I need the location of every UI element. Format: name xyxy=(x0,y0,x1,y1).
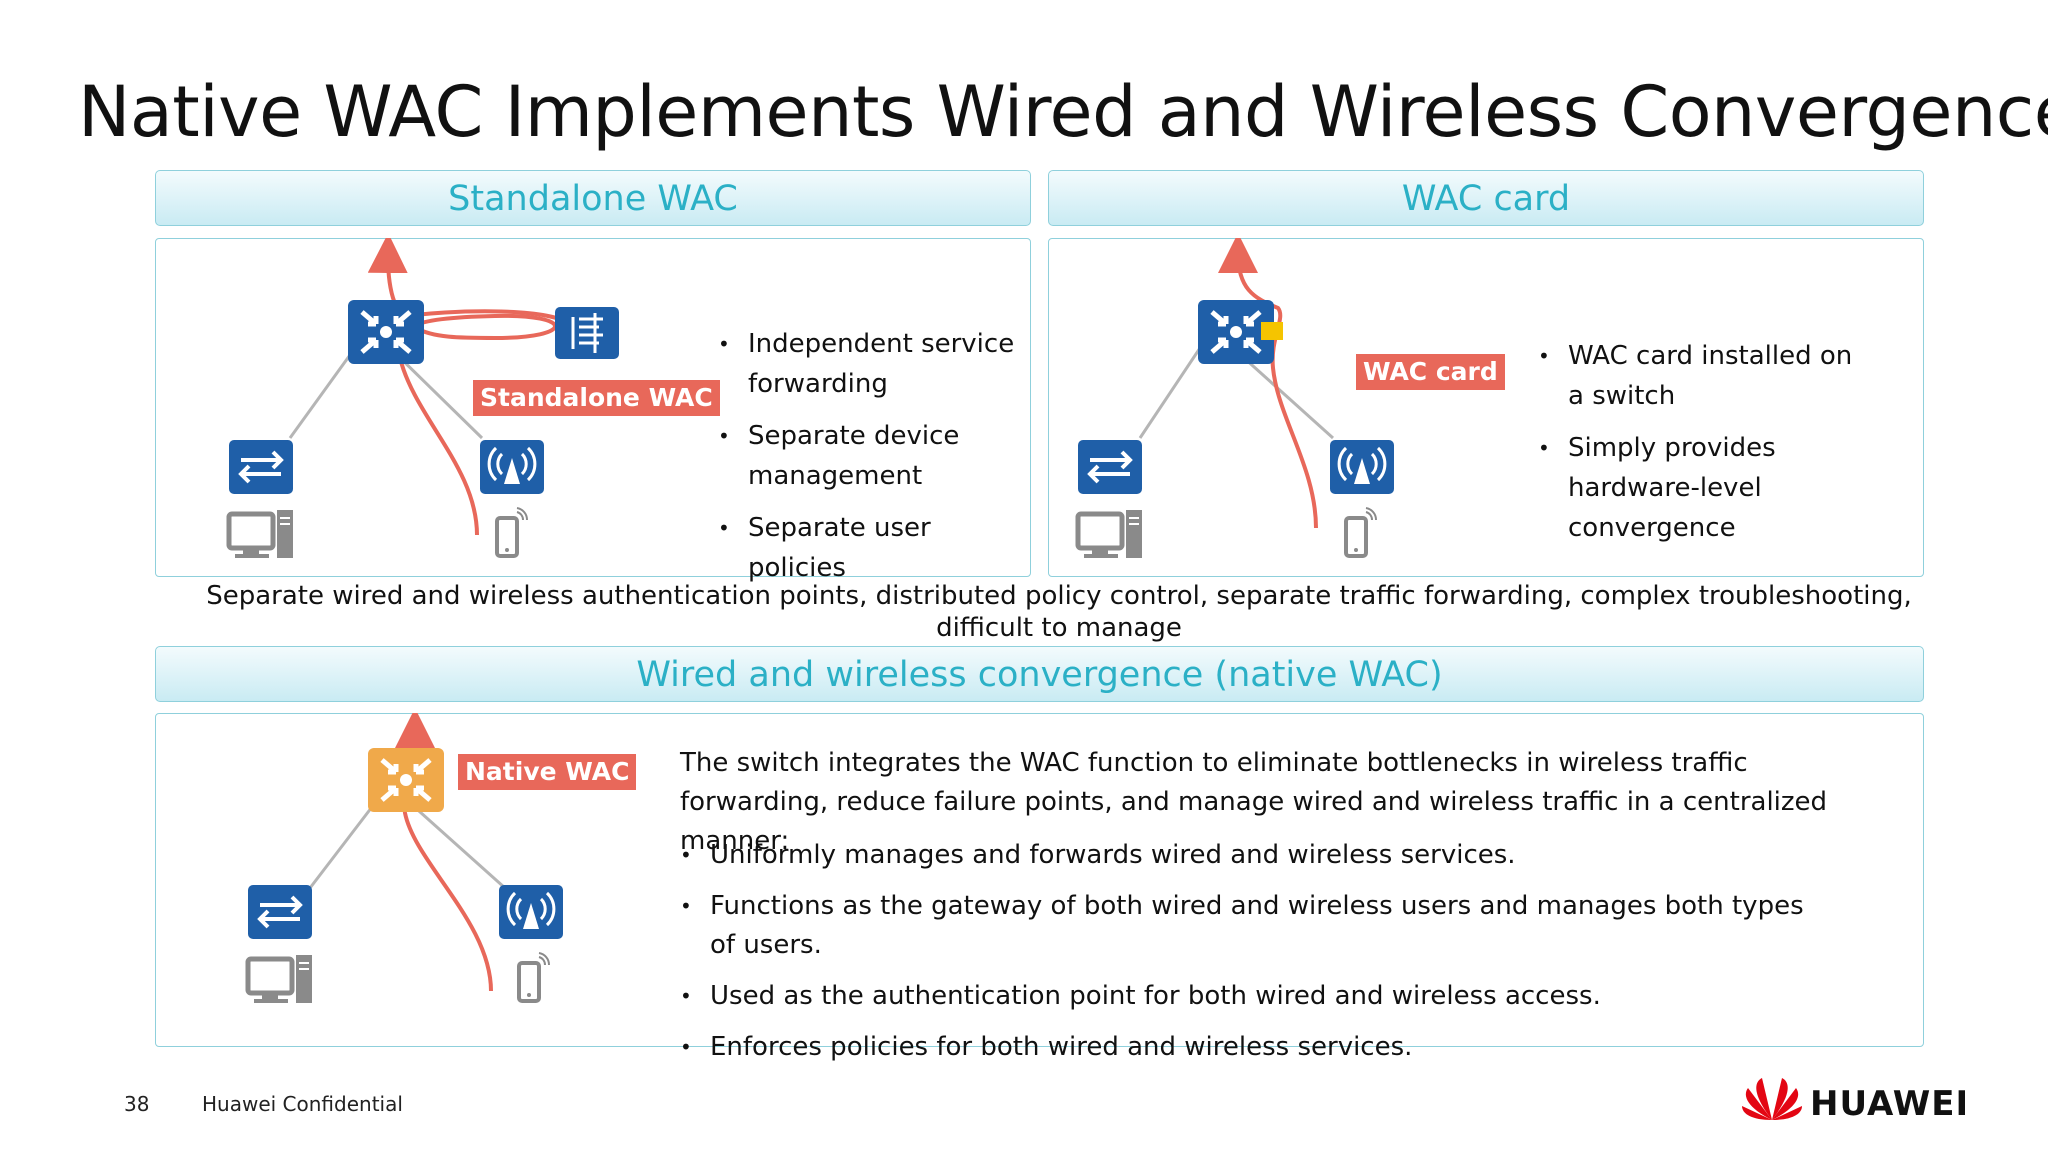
ap-icon xyxy=(497,883,565,941)
access-switch-icon xyxy=(1076,438,1144,496)
standalone-bullets: Independent service forwarding Separate … xyxy=(718,324,1018,600)
core-switch-icon xyxy=(348,300,424,364)
native-wac-intro: The switch integrates the WAC function t… xyxy=(680,748,1828,856)
native-wac-header: Wired and wireless convergence (native W… xyxy=(155,646,1924,702)
list-item: Used as the authentication point for bot… xyxy=(680,977,1830,1016)
wac-icon xyxy=(555,307,619,359)
wac-card-module xyxy=(1261,322,1283,340)
list-item: Simply provides hardware-level convergen… xyxy=(1538,428,1868,548)
ap-icon xyxy=(1328,438,1396,496)
pc-icon xyxy=(1078,510,1142,558)
list-item: Independent service forwarding xyxy=(718,324,1018,404)
wac-card-diagram xyxy=(1048,238,1396,577)
wac-card-bullets: WAC card installed on a switch Simply pr… xyxy=(1538,336,1868,560)
page-title: Native WAC Implements Wired and Wireless… xyxy=(78,71,2048,153)
huawei-brand: HUAWEI xyxy=(1810,1084,1970,1124)
pc-icon xyxy=(248,955,312,1003)
list-item: Separate device management xyxy=(718,416,1018,496)
standalone-wac-label: Standalone WAC xyxy=(473,380,720,416)
wac-card-label: WAC card xyxy=(1356,354,1505,390)
native-switch-icon xyxy=(368,748,444,812)
access-switch-icon xyxy=(246,883,314,941)
native-bullets: Uniformly manages and forwards wired and… xyxy=(680,836,1830,1079)
ap-icon xyxy=(478,438,546,496)
confidential-label: Huawei Confidential xyxy=(202,1092,403,1116)
phone-icon xyxy=(495,506,530,558)
list-item: Uniformly manages and forwards wired and… xyxy=(680,836,1830,875)
access-switch-icon xyxy=(227,438,295,496)
list-item: Enforces policies for both wired and wir… xyxy=(680,1028,1830,1067)
native-wac-label: Native WAC xyxy=(458,754,637,790)
standalone-wac-header: Standalone WAC xyxy=(155,170,1031,226)
phone-icon xyxy=(517,951,552,1003)
comparison-note: Separate wired and wireless authenticati… xyxy=(206,581,1912,643)
standalone-wac-diagram xyxy=(155,238,619,577)
huawei-logo-icon xyxy=(1742,1078,1802,1120)
wac-card-header: WAC card xyxy=(1048,170,1924,226)
list-item: WAC card installed on a switch xyxy=(1538,336,1868,416)
list-item: Separate user policies xyxy=(718,508,1018,588)
native-wac-diagram xyxy=(155,713,565,1047)
list-item: Functions as the gateway of both wired a… xyxy=(680,887,1830,965)
phone-icon xyxy=(1344,506,1379,558)
page-number: 38 xyxy=(124,1092,150,1116)
pc-icon xyxy=(229,510,293,558)
